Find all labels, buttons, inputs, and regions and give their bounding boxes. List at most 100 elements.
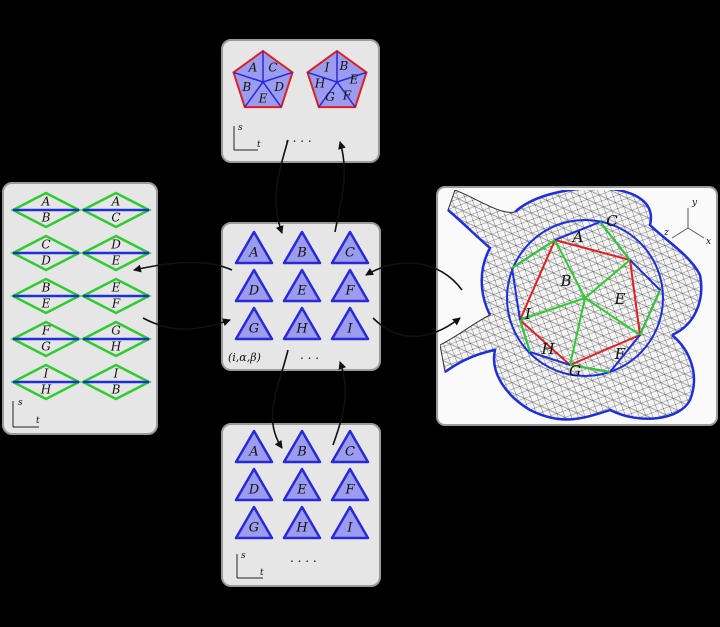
pentagon-right-label: G <box>325 90 335 104</box>
diamond-top-label: F <box>41 324 51 338</box>
bottom-triangle-label: H <box>295 521 308 536</box>
xyz-axes <box>671 208 705 239</box>
center-triangle <box>330 268 370 303</box>
pentagon-left-label: B <box>241 80 251 94</box>
center-index-label: (i,α,β) <box>228 351 261 364</box>
center-triangle <box>234 306 274 341</box>
diamond-top-label: A <box>41 195 51 209</box>
diamond-bottom-label: H <box>110 340 122 354</box>
bottom-axis-s: s <box>241 551 246 561</box>
arrow-center-to-left <box>133 261 233 273</box>
center-triangle-label: G <box>249 322 259 337</box>
model-face-label: H <box>540 340 555 358</box>
diamond-bottom-label: B <box>41 211 51 225</box>
diamond-bottom-label: B <box>111 383 121 397</box>
model-face-label: F <box>614 345 626 363</box>
arrow-bottom-to-center <box>332 361 347 446</box>
center-triangle <box>234 230 274 265</box>
pentagon-right-label: H <box>314 76 326 90</box>
bottom-triangle-label: F <box>344 483 355 498</box>
top-ellipsis: . . . . <box>285 131 312 145</box>
pentagon-left-spoke <box>244 81 264 108</box>
left-axis-s: s <box>18 398 23 408</box>
diamond-top-label: I <box>113 367 119 381</box>
center-triangle <box>234 268 274 303</box>
arrow-top-to-center <box>275 139 289 234</box>
diamond-top-label: I <box>43 367 49 381</box>
pentagon-left-spoke <box>233 71 264 83</box>
arrow-center-to-model <box>372 317 461 338</box>
center-triangle-label: F <box>344 284 355 299</box>
diamond-bottom-label: F <box>111 297 121 311</box>
model-face-label: G <box>569 362 581 380</box>
diamond-top-label: B <box>41 281 51 295</box>
bottom-triangle-label: D <box>248 483 260 498</box>
center-triangle-label: E <box>296 284 307 299</box>
bottom-triangle <box>330 505 370 540</box>
bottom-ellipsis: . . . . <box>290 551 317 565</box>
top-axes <box>233 126 258 151</box>
center-ellipsis: . . . <box>300 348 319 362</box>
bottom-triangle <box>234 467 274 502</box>
center-triangle-label: A <box>248 246 258 261</box>
arrow-center-to-bottom <box>271 349 289 449</box>
model-face-label: A <box>571 228 584 246</box>
bottom-triangle <box>234 505 274 540</box>
icosahedron-edges <box>511 220 662 374</box>
arrows <box>133 139 463 449</box>
pentagon-right-label: I <box>324 61 330 75</box>
axis-x-label: x <box>706 237 711 247</box>
center-triangle <box>282 230 322 265</box>
bottom-axes <box>236 554 263 579</box>
pentagon-left-label: A <box>248 61 258 75</box>
diamond-bottom-label: E <box>41 297 51 311</box>
diamond-bottom-label: D <box>40 254 51 268</box>
bottom-triangle-label: E <box>296 483 307 498</box>
bottom-triangle-label: G <box>249 521 259 536</box>
diamond-bottom-label: H <box>40 383 52 397</box>
left-axis-t: t <box>36 416 40 426</box>
bottom-triangle-label: A <box>248 445 258 460</box>
model-face-label: I <box>524 305 532 323</box>
arrow-center-to-top <box>334 141 346 233</box>
pentagon-right-label: B <box>339 59 349 73</box>
top-axis-s: s <box>238 123 243 133</box>
model-face-label: B <box>559 272 571 290</box>
bottom-triangle <box>282 429 322 464</box>
bottom-triangle <box>234 429 274 464</box>
diamond-top-label: A <box>111 195 121 209</box>
diamond-top-label: D <box>110 238 121 252</box>
arrow-model-to-center <box>365 262 463 291</box>
mesh-outline-blue <box>444 190 703 421</box>
center-triangle <box>330 230 370 265</box>
diamond-bottom-label: G <box>41 340 51 354</box>
bottom-triangle-label: I <box>346 521 353 536</box>
top-axis-t: t <box>257 140 261 150</box>
icosahedron-sphere <box>506 219 664 377</box>
pentagon-left-label: E <box>258 92 268 106</box>
model-face-label: E <box>614 290 626 308</box>
left-axes <box>12 401 39 428</box>
center-triangle <box>282 306 322 341</box>
bottom-axis-t: t <box>260 568 264 578</box>
pentagon-right-spoke <box>336 81 356 108</box>
axis-z-label: z <box>663 228 669 238</box>
bottom-triangle <box>330 467 370 502</box>
diamond-bottom-label: C <box>111 211 120 225</box>
diamond-top-label: E <box>111 281 121 295</box>
axis-y-label: y <box>691 198 698 208</box>
pentagon-left-spoke <box>262 71 293 83</box>
bottom-triangle <box>282 505 322 540</box>
pentagon-left-spoke <box>262 81 282 108</box>
center-triangle-label: I <box>346 322 353 337</box>
bottom-triangle-label: B <box>296 445 307 460</box>
center-triangle-label: B <box>296 246 307 261</box>
diamond-top-label: G <box>111 324 121 338</box>
diamond-top-label: C <box>41 238 50 252</box>
diamond-bottom-label: E <box>111 254 121 268</box>
